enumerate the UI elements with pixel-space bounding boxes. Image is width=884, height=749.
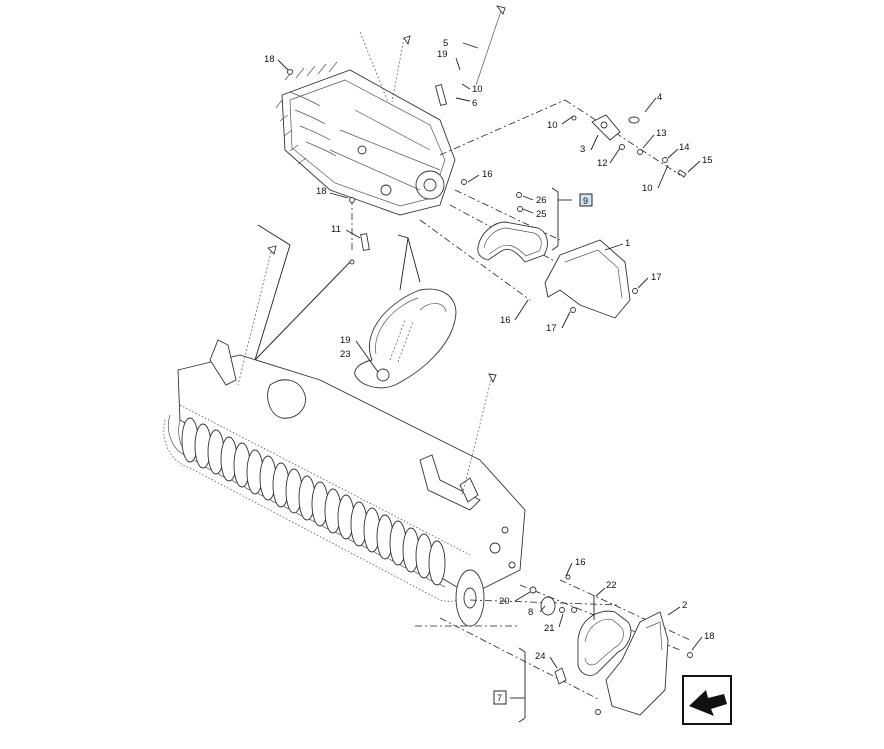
callout-21: 21 (544, 623, 555, 634)
callout-19: 19 (340, 335, 351, 346)
callout-6: 6 (472, 98, 477, 109)
upper-drive-shield (544, 239, 631, 319)
svg-text:7: 7 (497, 693, 502, 703)
callout-18: 18 (264, 54, 275, 65)
callout-24: 24 (535, 651, 546, 662)
callout-labels: 5 19 18 10 6 4 10 13 3 14 12 15 16 10 18… (264, 38, 715, 662)
callout-10: 10 (472, 84, 483, 95)
lower-drive-shield (605, 611, 669, 716)
callout-20: 20 (499, 596, 510, 607)
upper-drive-belt (477, 221, 548, 263)
lower-hardware (529, 574, 693, 715)
boxed-label-9: 9 (579, 193, 593, 207)
view-direction-arrow-icon (682, 675, 732, 725)
callout-23: 23 (340, 349, 351, 360)
callout-8: 8 (528, 607, 533, 618)
callout-18: 18 (316, 186, 327, 197)
callout-1: 1 (625, 238, 630, 249)
callout-22: 22 (606, 580, 617, 591)
callout-14: 14 (679, 142, 690, 153)
group-bracket-7 (510, 647, 526, 723)
callout-26: 26 (536, 195, 547, 206)
callout-16: 16 (482, 169, 493, 180)
zoom-detail-pointer (254, 224, 421, 361)
callout-25: 25 (536, 209, 547, 220)
callout-5: 5 (443, 38, 448, 49)
group-bracket-9 (551, 187, 572, 251)
callout-16: 16 (575, 557, 586, 568)
callout-11: 11 (331, 224, 341, 235)
lower-rotor-assembly (163, 245, 526, 627)
callout-16: 16 (500, 315, 511, 326)
callout-13: 13 (656, 128, 667, 139)
svg-text:9: 9 (583, 196, 588, 206)
upper-frame-assembly (275, 5, 506, 216)
callout-17: 17 (546, 323, 557, 334)
boxed-label-7: 7 (493, 690, 507, 705)
callout-10: 10 (642, 183, 653, 194)
callout-12: 12 (597, 158, 608, 169)
callout-17: 17 (651, 272, 662, 283)
callout-10: 10 (547, 120, 558, 131)
callout-18: 18 (704, 631, 715, 642)
callout-leader-lines (277, 42, 703, 669)
upper-hardware (287, 69, 687, 313)
callout-2: 2 (682, 600, 687, 611)
callout-4: 4 (657, 92, 662, 103)
callout-19: 19 (437, 49, 448, 60)
callout-3: 3 (580, 144, 585, 155)
cam-detail-part (354, 288, 457, 389)
callout-15: 15 (702, 155, 713, 166)
